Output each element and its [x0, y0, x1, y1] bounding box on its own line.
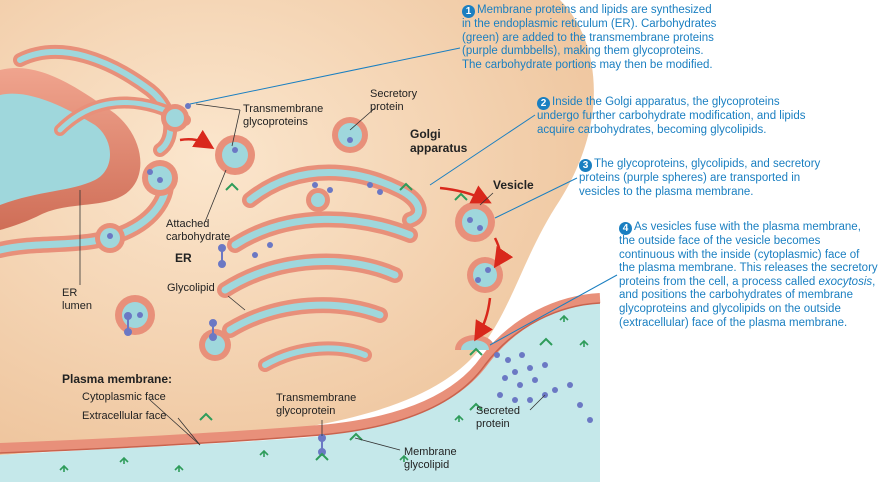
step-line: (extracellular) face of the plasma membr… — [619, 316, 848, 329]
label-attached-carbohydrate: Attached carbohydrate — [166, 218, 230, 244]
step-line: Inside the Golgi apparatus, the glycopro… — [552, 96, 780, 108]
step-line: the plasma membrane. This releases the s… — [619, 262, 878, 275]
label-vesicle: Vesicle — [493, 178, 534, 192]
step-line: vesicles to the plasma membrane. — [579, 185, 754, 198]
label-plasma-membrane: Plasma membrane: — [62, 372, 173, 386]
label-secreted-protein: Secreted protein — [476, 405, 520, 431]
step-line: continuous with the inside (cytoplasmic)… — [619, 248, 860, 261]
label-glycolipid: Glycolipid — [167, 282, 215, 294]
step-line: (green) are added to the transmembrane p… — [462, 31, 714, 44]
step-line: glycoproteins and glycolipids on the out… — [619, 302, 841, 315]
golgi-vesicles — [199, 188, 330, 361]
label-membrane-glycolipid: Membrane glycolipid — [404, 446, 457, 472]
label-pm-transmembrane: Transmembrane glycoprotein — [276, 392, 356, 418]
carbohydrates — [199, 182, 553, 461]
leader-lines — [189, 47, 618, 346]
label-line: lumen — [62, 300, 92, 312]
secretory-proteins — [107, 103, 593, 423]
label-line: glycolipid — [404, 459, 450, 471]
label-er-lumen: ER lumen — [62, 287, 92, 313]
step-line: Membrane proteins and lipids are synthes… — [477, 4, 712, 16]
label-line: Secreted — [476, 405, 521, 417]
step-number-3: 3 — [579, 159, 592, 172]
extracellular-carbohydrates — [59, 314, 589, 472]
step-italic-suffix: , — [872, 275, 876, 288]
step-line: proteins from the cell, a process called — [619, 275, 819, 288]
label-line: Attached — [166, 218, 210, 230]
label-lines — [79, 103, 546, 451]
label-line: carbohydrate — [166, 231, 231, 243]
step-number-1: 1 — [462, 5, 475, 18]
label-er: ER — [175, 251, 192, 265]
label-line: Secretory — [370, 88, 418, 100]
golgi-stack — [217, 164, 427, 372]
step-line: As vesicles fuse with the plasma membran… — [634, 221, 861, 233]
label-line: Golgi — [410, 127, 441, 141]
step-line: (purple dumbbells), making them glycopro… — [462, 45, 704, 58]
label-line: ER — [62, 287, 78, 299]
step-line: acquire carbohydrates, becoming glycolip… — [537, 123, 767, 136]
label-line: Transmembrane — [276, 392, 357, 404]
label-cytoplasmic-face: Cytoplasmic face — [82, 391, 166, 403]
step-italic-term: exocytosis — [818, 275, 873, 288]
step-line: The glycoproteins, glycolipids, and secr… — [594, 158, 821, 170]
step-line: undergo further carbohydrate modificatio… — [537, 110, 806, 122]
step-number-4: 4 — [619, 222, 632, 235]
plasma-membrane — [0, 293, 601, 453]
step-line: the outside face of the vesicle becomes — [619, 235, 821, 247]
label-golgi: Golgi apparatus — [410, 127, 467, 155]
glycoproteins — [124, 244, 326, 456]
transport-arrows — [179, 129, 514, 342]
label-line: protein — [476, 418, 510, 430]
step-line: in the endoplasmic reticulum (ER). Carbo… — [462, 18, 717, 30]
step-line: The carbohydrate portions may then be mo… — [462, 58, 713, 71]
label-line: glycoprotein — [276, 405, 336, 417]
label-transmembrane-glycoproteins: Transmembrane glycoproteins — [243, 103, 323, 129]
label-secretory-protein: Secretory protein — [370, 88, 417, 114]
extracellular-space — [0, 300, 600, 482]
label-line: Transmembrane — [243, 103, 324, 115]
step-line: and positions the carbohydrates of membr… — [619, 289, 853, 302]
label-line: Membrane — [404, 446, 457, 458]
label-line: glycoproteins — [243, 116, 308, 128]
label-line: protein — [370, 101, 404, 113]
step-line: proteins (purple spheres) are transporte… — [579, 172, 801, 184]
label-extracellular-face: Extracellular face — [82, 410, 167, 422]
label-line: apparatus — [410, 141, 468, 155]
step-number-2: 2 — [537, 97, 550, 110]
